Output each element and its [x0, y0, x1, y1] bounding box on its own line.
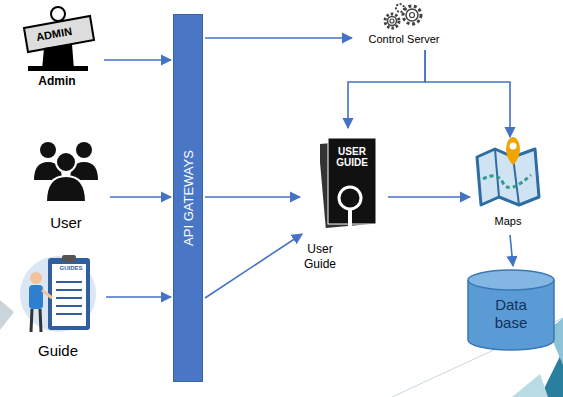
actor-label: Guide	[18, 342, 98, 359]
clipboard-text: GUIDES	[56, 265, 86, 271]
gears-icon	[372, 2, 432, 32]
component-node: USER GUIDE User Guide	[298, 130, 386, 280]
user-group-icon	[28, 128, 104, 204]
corner-shape	[512, 374, 548, 397]
arrow-connector	[205, 196, 300, 198]
arrow-connector	[110, 196, 171, 198]
arrow-connector	[388, 196, 470, 198]
arrow-connector	[205, 37, 352, 39]
component-node: Maps	[466, 135, 550, 233]
map-icon	[473, 135, 543, 207]
component-label: Maps	[466, 215, 550, 227]
corner-shape	[0, 300, 14, 330]
arrow-connector	[106, 296, 171, 298]
document-title: USER GUIDE	[330, 146, 374, 168]
component-node: Control Server	[356, 2, 452, 48]
component-node: GUIDES Guide	[18, 252, 98, 362]
database-node: Data base	[466, 268, 556, 352]
actor-label: Admin	[18, 74, 96, 88]
gateway-label: API GATEWAYS	[181, 150, 196, 246]
component-label: User Guide	[298, 242, 342, 272]
clipboard-icon	[18, 252, 98, 336]
database-label: Data base	[481, 296, 541, 332]
component-node: User	[28, 128, 104, 234]
arrow-connector	[205, 234, 302, 298]
actor-label: User	[28, 214, 104, 231]
arrow-connector	[510, 235, 513, 266]
arrow-connector	[425, 50, 510, 137]
component-node: ADMINAdmin	[18, 4, 96, 92]
server-label: Control Server	[356, 33, 452, 45]
arrow-connector	[104, 59, 171, 61]
arrow-connector	[348, 50, 425, 128]
gateway-bar: API GATEWAYS	[173, 14, 203, 382]
